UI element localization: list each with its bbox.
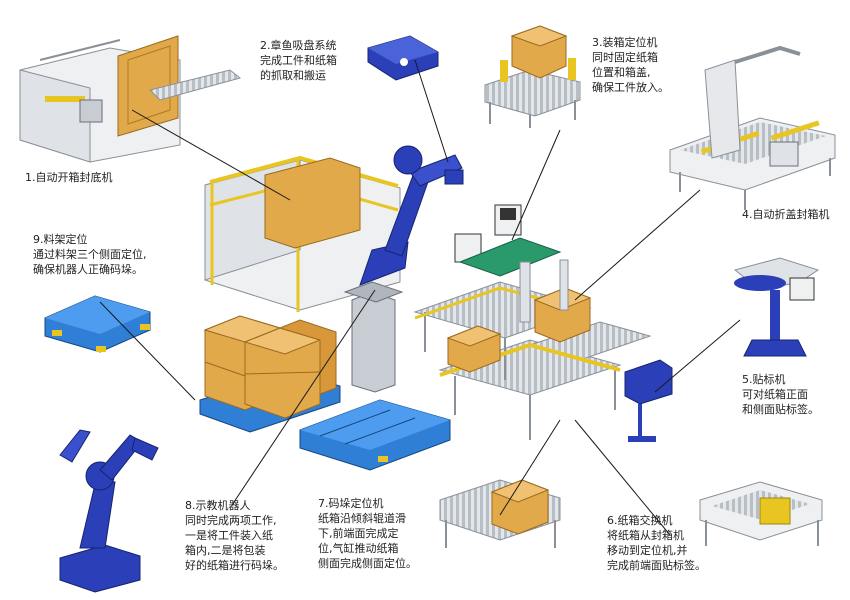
callout-6-case-exchanger: 6.纸箱交换机 将纸箱从封箱机 移动到定位机,并 完成前端面贴标签。	[607, 514, 706, 572]
central-production-cell	[204, 145, 673, 442]
carton-erector-machine	[19, 35, 242, 163]
suction-gripper-part	[367, 35, 439, 81]
callout-2-suction-gripper: 2.章鱼吸盘系统 完成工件和纸箱 的抓取和搬运	[260, 39, 337, 82]
callout-4-case-sealer: 4.自动折盖封箱机	[742, 208, 830, 221]
callout-7-stacking-positioner: 7.码垛定位机 纸箱沿倾斜辊道滑 下,前端面完成定 位,气缸推动纸箱 侧面完成侧…	[318, 497, 417, 570]
case-exchanger-unit	[699, 481, 823, 546]
palletized-boxes	[199, 315, 341, 433]
teach-robot	[59, 429, 159, 593]
callout-1-carton-erector: 1.自动开箱封底机	[25, 171, 113, 184]
labeler-machine	[733, 257, 820, 357]
callout-5-labeler: 5.贴标机 可对纸箱正面 和侧面贴标签。	[742, 373, 819, 416]
stacking-positioner-unit	[439, 479, 561, 548]
callout-9-rack-positioning: 9.料架定位 通过料架三个侧面定位, 确保机器人正确码垛。	[33, 233, 147, 276]
positioning-pallet	[44, 295, 151, 353]
callout-3-case-positioner: 3.装箱定位机 同时固定纸箱 位置和箱盖, 确保工件放入。	[592, 36, 669, 94]
leader-lines	[99, 59, 741, 536]
case-positioning-unit	[484, 25, 581, 128]
empty-pallet	[299, 399, 451, 471]
callout-8-teach-robot: 8.示教机器人 同时完成两项工作, 一是将工件装入纸 箱内,二是将包装 好的纸箱…	[185, 499, 284, 572]
case-sealer-machine	[669, 45, 836, 210]
